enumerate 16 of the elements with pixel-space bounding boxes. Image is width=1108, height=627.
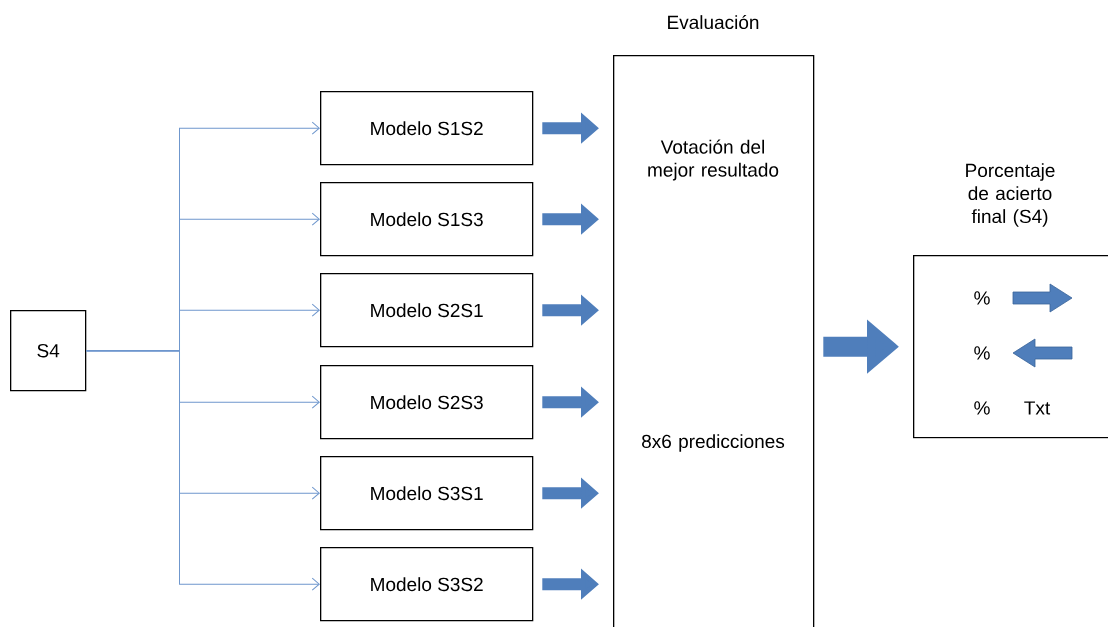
input-box: S4	[10, 310, 87, 392]
model-box: Modelo S3S1	[320, 456, 534, 531]
percent-label: %	[974, 291, 990, 305]
model-box: Modelo S2S1	[320, 273, 534, 348]
percent-label: %	[974, 346, 990, 360]
model-box: Modelo S1S3	[320, 182, 534, 257]
box-text: Txt	[1024, 401, 1051, 415]
model-box: Modelo S2S3	[320, 365, 534, 440]
box-text: 8x6 predicciones	[642, 434, 785, 452]
connector-arrow	[85, 350, 320, 591]
box-heading: Evaluación	[668, 14, 759, 30]
model-box: Modelo S3S2	[320, 547, 534, 622]
box-text: Votación del mejor resultado	[648, 139, 779, 181]
percent-label: %	[974, 401, 990, 415]
box-heading: Porcentaje de acierto final (S4)	[966, 163, 1055, 227]
model-box: Modelo S1S2	[320, 91, 534, 166]
